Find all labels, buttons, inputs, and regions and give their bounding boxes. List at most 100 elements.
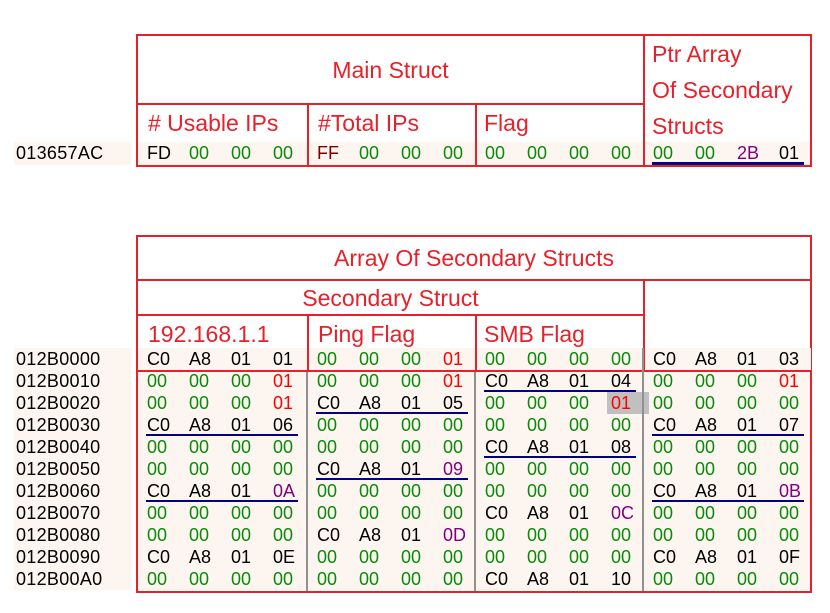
hex-byte: 01 — [569, 503, 590, 523]
hex-byte: 00 — [485, 481, 506, 501]
hex-byte: 00 — [737, 569, 758, 589]
hex-byte: 00 — [359, 503, 380, 523]
hex-byte: 00 — [231, 393, 252, 413]
hex-byte: 00 — [189, 525, 210, 545]
hex-byte: C0 — [485, 503, 509, 523]
hex-byte: 00 — [569, 481, 590, 501]
hex-byte: 00 — [695, 371, 716, 391]
hex-byte: A8 — [359, 459, 382, 479]
hex-byte: 00 — [401, 349, 422, 369]
hex-byte: 0E — [273, 547, 296, 567]
hex-byte: 00 — [737, 503, 758, 523]
hex-byte: 00 — [527, 393, 548, 413]
hex-byte: C0 — [485, 569, 509, 589]
address-label: 012B0030 — [14, 414, 131, 436]
hex-byte: 00 — [737, 437, 758, 457]
hex-byte: C0 — [653, 349, 677, 369]
hex-byte: 00 — [231, 503, 252, 523]
hex-byte: 01 — [737, 349, 758, 369]
hex-byte: 00 — [485, 393, 506, 413]
hex-byte: 00 — [569, 547, 590, 567]
hex-byte: 00 — [317, 349, 338, 369]
array-title: Array Of Secondary Structs — [334, 245, 614, 271]
hex-byte: 00 — [611, 459, 632, 479]
address-label: 012B0080 — [14, 524, 131, 546]
hex-byte: A8 — [527, 437, 550, 457]
hex-byte: 00 — [189, 437, 210, 457]
hex-byte: 01 — [273, 349, 294, 369]
hex-byte: C0 — [147, 547, 171, 567]
hex-byte: 08 — [611, 437, 632, 457]
hex-byte: 00 — [401, 569, 422, 589]
hex-byte: 00 — [485, 547, 506, 567]
hex-byte: 00 — [653, 459, 674, 479]
field-label: #Total IPs — [318, 110, 419, 136]
hex-byte: 06 — [273, 415, 294, 435]
hex-byte: FD — [147, 143, 171, 163]
pointer-underline — [316, 478, 468, 481]
hex-byte: 00 — [401, 437, 422, 457]
hex-byte: 00 — [147, 437, 168, 457]
hex-byte: C0 — [485, 371, 509, 391]
hex-byte: 00 — [443, 415, 464, 435]
hex-byte: 00 — [401, 415, 422, 435]
hex-byte: 00 — [443, 143, 464, 163]
divider — [306, 372, 308, 591]
hex-byte: 00 — [569, 393, 590, 413]
hex-byte: 00 — [273, 569, 294, 589]
hex-byte: 00 — [779, 459, 800, 479]
hex-byte: 09 — [443, 459, 464, 479]
hex-byte: A8 — [189, 547, 212, 567]
hex-byte: 00 — [359, 481, 380, 501]
hex-byte: 00 — [695, 143, 716, 163]
hex-byte: 00 — [147, 371, 168, 391]
hex-byte: 00 — [443, 481, 464, 501]
hex-byte: 00 — [189, 143, 210, 163]
hex-byte: 00 — [273, 459, 294, 479]
hex-byte: 00 — [147, 525, 168, 545]
hex-byte: C0 — [317, 525, 341, 545]
main-struct-title: Main Struct — [332, 56, 449, 83]
address-label: 013657AC — [14, 142, 131, 165]
hex-byte: 01 — [779, 143, 800, 163]
hex-byte: A8 — [527, 503, 550, 523]
hex-byte: 01 — [443, 349, 464, 369]
field-ping-flag: Ping Flag — [307, 314, 477, 372]
hex-byte: 00 — [317, 371, 338, 391]
hex-byte: 00 — [317, 415, 338, 435]
hex-byte: 00 — [359, 437, 380, 457]
hex-byte: 00 — [401, 143, 422, 163]
hex-byte: 00 — [485, 525, 506, 545]
hex-byte: 00 — [653, 569, 674, 589]
hex-byte: 00 — [443, 503, 464, 523]
hex-byte: 00 — [147, 569, 168, 589]
hex-byte: 00 — [317, 437, 338, 457]
hex-byte: 00 — [231, 143, 252, 163]
hex-byte: 00 — [189, 371, 210, 391]
hex-byte: 00 — [779, 503, 800, 523]
hex-byte: 00 — [485, 143, 506, 163]
hex-byte: C0 — [317, 459, 341, 479]
hex-byte: 00 — [527, 525, 548, 545]
hex-byte: 00 — [231, 437, 252, 457]
field-label: SMB Flag — [484, 321, 585, 347]
hex-byte: 01 — [401, 525, 422, 545]
hex-byte: 01 — [779, 371, 800, 391]
hex-byte: 00 — [737, 525, 758, 545]
field-label: 192.168.1.1 — [148, 321, 270, 347]
hex-byte: 00 — [401, 503, 422, 523]
hex-byte: 01 — [607, 392, 649, 414]
hex-byte: 00 — [401, 481, 422, 501]
hex-byte: A8 — [189, 481, 212, 501]
hex-byte: C0 — [485, 437, 509, 457]
hex-byte: 00 — [401, 547, 422, 567]
hex-byte: 00 — [653, 437, 674, 457]
hex-byte: 00 — [231, 459, 252, 479]
address-label: 012B0070 — [14, 502, 131, 524]
hex-byte: C0 — [147, 349, 171, 369]
hex-byte: 00 — [273, 503, 294, 523]
hex-byte: 01 — [401, 393, 422, 413]
ptr-title-line: Ptr Array — [652, 41, 742, 67]
hex-byte: 00 — [611, 415, 632, 435]
hex-byte: 00 — [359, 371, 380, 391]
